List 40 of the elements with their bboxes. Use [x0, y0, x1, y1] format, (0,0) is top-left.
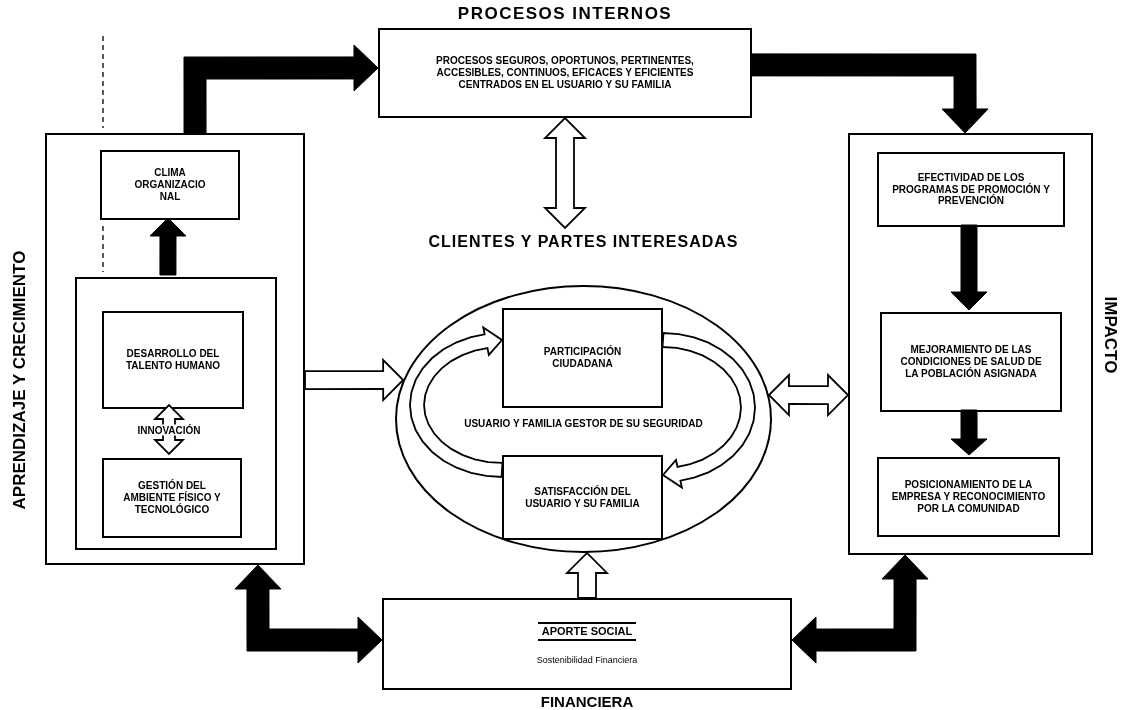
hollow-arrow — [661, 332, 756, 490]
hollow-arrow — [304, 357, 405, 403]
group-box — [75, 277, 277, 550]
hollow-arrow — [409, 325, 504, 478]
process-box — [102, 311, 244, 409]
process-box — [502, 455, 663, 540]
solid-arrow — [234, 564, 383, 664]
box-heading: APORTE SOCIAL — [537, 622, 637, 642]
solid-arrow — [791, 554, 929, 664]
center-text: USUARIO Y FAMILIA GESTOR DE SU SEGURIDAD — [463, 418, 704, 430]
box-text: GESTIÓN DEL AMBIENTE FÍSICO Y TECNOLÓGICO — [122, 480, 222, 516]
hollow-arrow — [767, 372, 850, 418]
process-box — [100, 150, 240, 220]
box-text: EFECTIVIDAD DE LOS PROGRAMAS DE PROMOCIÓN Y PREVENCIÓN — [891, 171, 1051, 208]
edge-label: INNOVACIÓN — [135, 424, 203, 435]
process-box — [502, 308, 663, 408]
box-text: MEJORAMIENTO DE LAS CONDICIONES DE SALUD DE LA POBLACIÓN ASIGNADA — [899, 344, 1043, 380]
box-text: POSICIONAMIENTO DE LA EMPRESA Y RECONOCIMIENTO POR LA COMUNIDAD — [890, 479, 1047, 515]
box-text: CLIMA ORGANIZACIO NAL — [133, 167, 207, 203]
box-text: PROCESOS SEGUROS, OPORTUNOS, PERTINENTES, ACCESIBLES, CONTINUOS, EFICACES Y EFICIENTES CENTRADOS EN EL USUARIO Y SU FAMILIA — [435, 55, 695, 91]
heading-text: FINANCIERA — [540, 693, 634, 710]
solid-arrow — [149, 217, 187, 276]
process-box — [877, 152, 1065, 227]
box-text: PARTICIPACIÓN CIUDADANA — [542, 346, 623, 370]
vertical-heading: IMPACTO — [1100, 296, 1120, 374]
process-box — [877, 457, 1060, 537]
box-text: DESARROLLO DEL TALENTO HUMANO — [124, 348, 222, 372]
hollow-arrow — [564, 551, 610, 599]
box-text: Sostenibilidad Financiera — [536, 655, 638, 666]
solid-arrow — [183, 44, 379, 134]
solid-arrow — [950, 224, 988, 311]
heading-text: CLIENTES Y PARTES INTERESADAS — [428, 233, 739, 251]
solid-arrow — [950, 409, 988, 456]
process-box — [102, 458, 242, 538]
box-text: SATISFACCIÓN DEL USUARIO Y SU FAMILIA — [524, 485, 641, 510]
solid-arrow — [751, 53, 989, 134]
vertical-heading: APRENDIZAJE Y CRECIMIENTO — [10, 250, 30, 510]
hollow-arrow — [542, 116, 588, 230]
process-box — [880, 312, 1062, 412]
heading-text: PROCESOS INTERNOS — [457, 4, 673, 24]
